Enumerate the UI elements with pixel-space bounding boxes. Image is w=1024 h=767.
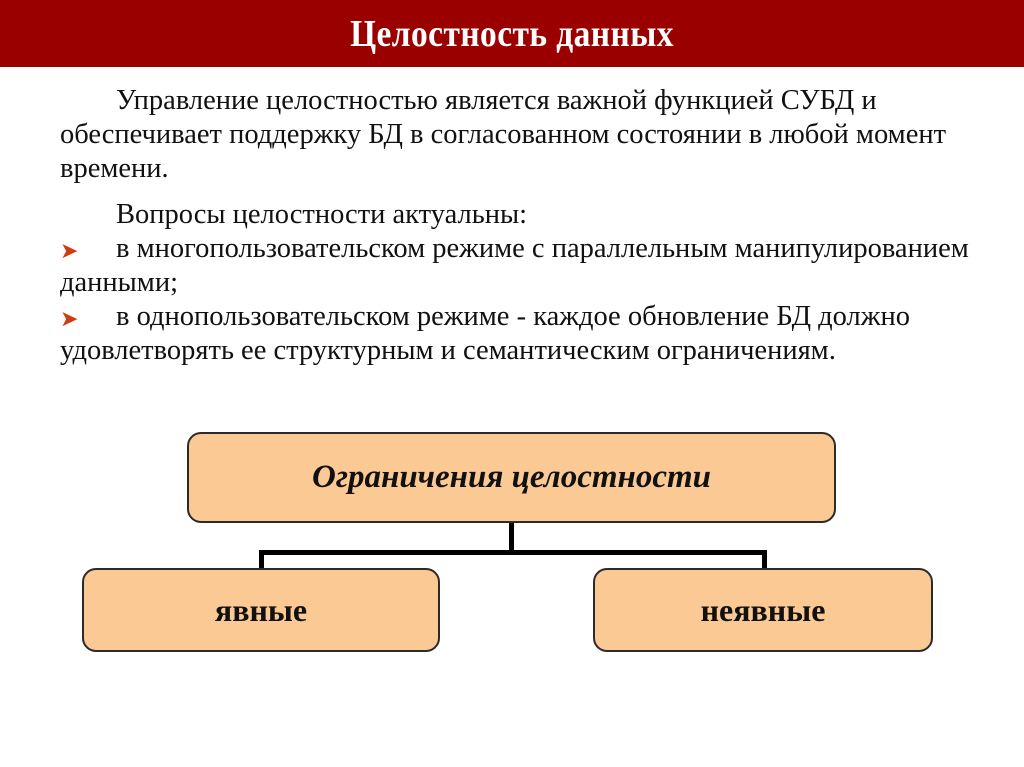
connector-vertical-root <box>509 523 514 553</box>
connector-vertical-right <box>762 550 767 568</box>
connector-vertical-left <box>259 550 264 568</box>
arrow-bullet-icon: ➤ <box>60 238 79 263</box>
bullet-item: ➤в однопользовательском режиме - каждое … <box>60 301 910 366</box>
bullet-item: ➤в многопользовательском режиме с паралл… <box>60 233 969 298</box>
issues-intro: Вопросы целостности актуальны: <box>116 199 528 230</box>
diagram-child-explicit: явные <box>82 568 440 652</box>
issues-paragraph: Вопросы целостности актуальны: ➤в многоп… <box>60 198 980 368</box>
slide-header: Целостность данных <box>0 0 1024 67</box>
slide-body: Управление целостностью является важной … <box>60 84 980 368</box>
arrow-bullet-icon: ➤ <box>60 306 79 331</box>
intro-text: Управление целостностью является важной … <box>60 85 947 184</box>
diagram-root-box: Ограничения целостности <box>187 432 836 523</box>
intro-paragraph: Управление целостностью является важной … <box>60 84 980 186</box>
child-label: явные <box>214 591 308 628</box>
root-label: Ограничения целостности <box>312 459 711 495</box>
slide-title: Целостность данных <box>350 12 674 55</box>
connector-horizontal <box>259 550 767 555</box>
child-label: неявные <box>700 591 826 628</box>
diagram-child-implicit: неявные <box>593 568 933 652</box>
